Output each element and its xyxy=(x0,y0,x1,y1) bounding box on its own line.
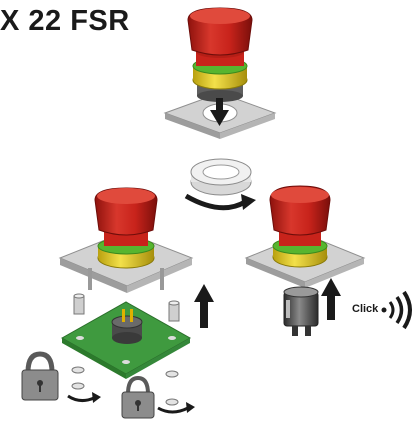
locking-ring xyxy=(190,158,252,196)
screw-arrow-left xyxy=(67,392,101,403)
spacer-left xyxy=(73,293,85,315)
contact-block xyxy=(283,286,319,336)
spacer-right xyxy=(168,300,180,322)
step2-exploded-view xyxy=(58,231,194,406)
arrow-up-icon xyxy=(321,278,341,320)
step1-emergency-button xyxy=(187,7,253,102)
sound-waves-icon xyxy=(381,290,412,330)
screw-arrow-right xyxy=(157,402,195,414)
step2-emergency-button xyxy=(94,187,158,269)
click-label: Click xyxy=(352,303,379,315)
padlock-icon xyxy=(21,351,59,401)
step3-emergency-button xyxy=(269,185,331,268)
arrow-down-icon xyxy=(210,98,229,126)
product-title: X 22 FSR xyxy=(0,5,130,37)
arrow-up-icon xyxy=(194,284,214,328)
rotate-arrow-icon xyxy=(184,193,256,211)
padlock-icon xyxy=(121,375,155,419)
